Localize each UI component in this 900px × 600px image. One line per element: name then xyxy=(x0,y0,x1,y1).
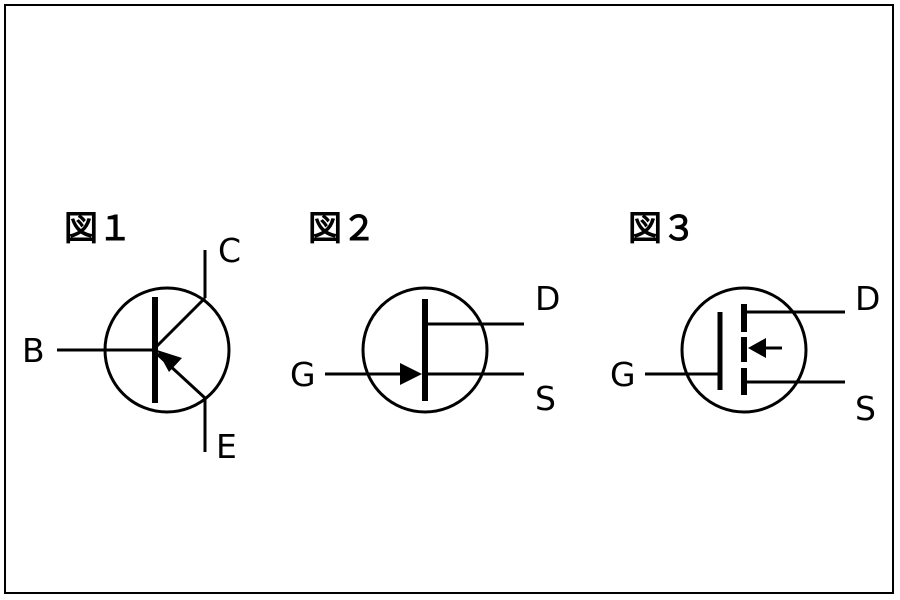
figure-2: 図２ G D S xyxy=(290,209,560,418)
figure-3-gate-label: G xyxy=(610,355,636,394)
figure-2-gate-arrow-icon xyxy=(400,363,422,385)
figure-3-title: 図３ xyxy=(628,209,696,249)
figure-2-title: 図２ xyxy=(308,209,376,249)
figure-2-source-label: S xyxy=(535,379,556,418)
figure-1-collector-label: C xyxy=(218,231,241,270)
figure-1-emitter-label: E xyxy=(216,427,237,466)
figure-1-title: 図１ xyxy=(64,209,132,249)
figure-2-envelope-circle xyxy=(361,286,489,414)
figure-3-source-label: S xyxy=(855,389,876,428)
figure-2-gate-label: G xyxy=(290,355,316,394)
diagram-frame xyxy=(4,4,894,594)
figure-1-collector-diagonal xyxy=(153,296,207,350)
figure-3-envelope-circle xyxy=(680,286,808,414)
figure-1-emitter-arrow-icon xyxy=(157,350,182,372)
figure-1: 図１ B C E xyxy=(22,209,241,466)
figure-3-drain-label: D xyxy=(855,279,880,318)
figure-3-substrate-arrow-icon xyxy=(748,338,766,358)
figure-1-base-label: B xyxy=(22,331,45,370)
figure-3: 図３ G D S xyxy=(610,209,880,428)
figure-2-drain-label: D xyxy=(535,279,560,318)
